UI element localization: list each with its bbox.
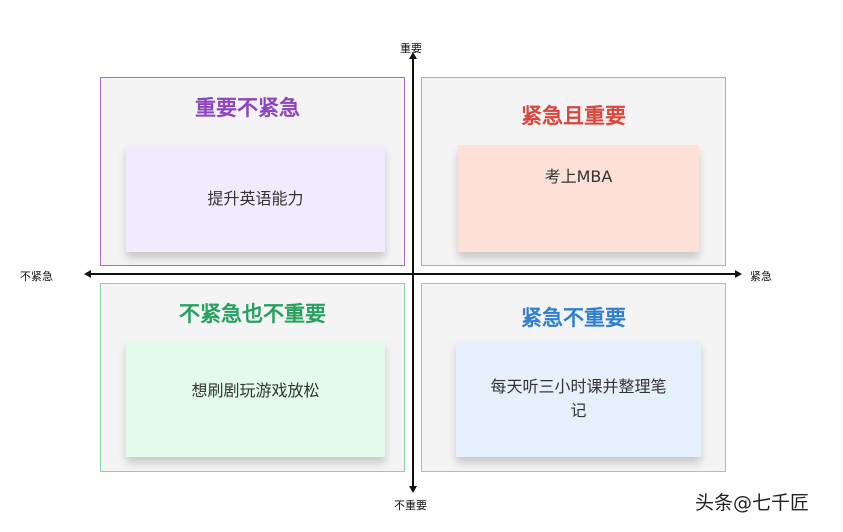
arrow-left-icon — [84, 270, 91, 278]
axis-label-left: 不紧急 — [20, 270, 53, 283]
vertical-axis — [412, 56, 414, 488]
horizontal-axis — [90, 273, 736, 275]
arrow-right-icon — [735, 270, 742, 278]
axis-label-top: 重要 — [400, 42, 422, 55]
quadrant-title: 紧急且重要 — [521, 104, 626, 128]
task-card: 提升英语能力 — [126, 145, 385, 252]
arrow-up-icon — [409, 52, 417, 59]
axis-label-bottom: 不重要 — [394, 499, 427, 512]
arrow-down-icon — [409, 486, 417, 493]
quadrant-title: 不紧急也不重要 — [179, 302, 326, 326]
quadrant-important-not-urgent: 重要不紧急 提升英语能力 — [100, 77, 405, 266]
quadrant-urgent-not-important: 紧急不重要 每天听三小时课并整理笔记 — [421, 283, 726, 472]
axis-label-right: 紧急 — [750, 270, 772, 283]
task-card: 每天听三小时课并整理笔记 — [456, 341, 701, 457]
quadrant-urgent-important: 紧急且重要 考上MBA — [421, 77, 726, 266]
quadrant-title: 重要不紧急 — [195, 96, 300, 120]
task-card: 考上MBA — [458, 145, 699, 252]
quadrant-not-urgent-not-important: 不紧急也不重要 想刷剧玩游戏放松 — [100, 283, 405, 472]
quadrant-title: 紧急不重要 — [521, 306, 626, 330]
task-card: 想刷剧玩游戏放松 — [126, 341, 385, 457]
watermark: 头条@七千匠 — [695, 492, 810, 514]
